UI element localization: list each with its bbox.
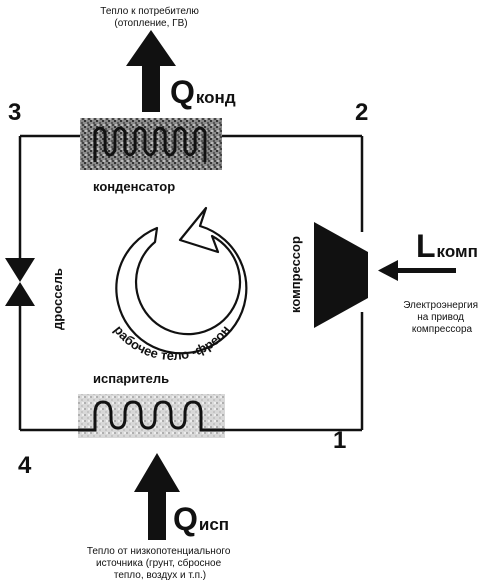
heat-output-symbol: Qконд xyxy=(170,74,236,110)
work-input-arrow xyxy=(378,260,456,281)
node-3: 3 xyxy=(8,99,21,126)
heat-input-caption: Тепло от низкопотенциального источника (… xyxy=(87,546,233,581)
heat-output-arrow xyxy=(126,30,176,112)
throttle-label: дроссель xyxy=(50,268,65,330)
condenser xyxy=(80,118,222,170)
work-caption: Электроэнергия на привод компрессора xyxy=(403,300,481,335)
heat-output-caption: Тепло к потребителю (отопление, ГВ) xyxy=(100,5,201,29)
circulation-arrow-icon xyxy=(115,206,248,355)
circuit-pipes xyxy=(18,134,364,432)
compressor-icon xyxy=(314,222,368,328)
work-symbol: Lкомп xyxy=(416,228,478,264)
throttle-valve-icon xyxy=(5,258,35,306)
heat-input-symbol: Qисп xyxy=(173,501,229,537)
evaporator-label: испаритель xyxy=(93,371,169,386)
node-1: 1 xyxy=(333,427,346,454)
evaporator xyxy=(78,394,225,438)
node-4: 4 xyxy=(18,452,32,479)
condenser-label: конденсатор xyxy=(93,179,175,194)
heat-input-arrow xyxy=(134,453,180,540)
compressor-label: компрессор xyxy=(288,236,303,313)
node-2: 2 xyxy=(355,99,368,126)
